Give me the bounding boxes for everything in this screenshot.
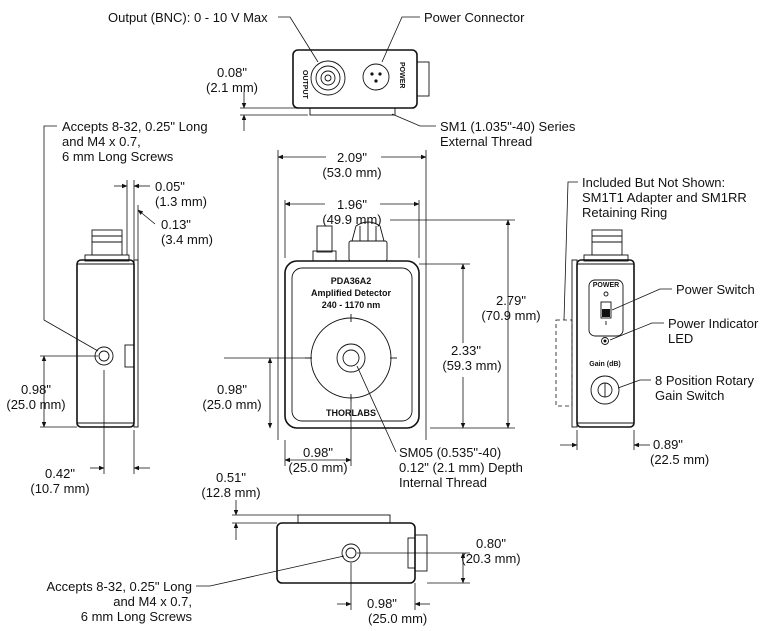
- dim-side-h-in: 0.98": [21, 382, 51, 397]
- dim-thread-mm: (3.4 mm): [161, 232, 213, 247]
- dim-right-depth-mm: (22.5 mm): [650, 452, 709, 467]
- power-indicator-callout-2: LED: [668, 331, 693, 346]
- gain-switch-callout-1: 8 Position Rotary: [655, 373, 754, 388]
- dim-bottom-offset-in: 0.51": [216, 470, 246, 485]
- power-label: POWER: [593, 282, 619, 289]
- dim-side-h-mm: (25.0 mm): [6, 397, 65, 412]
- right-side-view: POWER Gain (dB): [555, 229, 635, 428]
- gain-switch-callout-2: Gain Switch: [655, 388, 724, 403]
- dim-top-offset-mm: (2.1 mm): [206, 80, 258, 95]
- gain-switch-leader: [617, 379, 651, 389]
- not-shown-callout-1: Included But Not Shown:: [582, 175, 725, 190]
- dim-top-offset-in: 0.08": [217, 65, 247, 80]
- screws-side-callout-3: 6 mm Long Screws: [62, 149, 174, 164]
- screws-bottom-callout-3: 6 mm Long Screws: [81, 609, 193, 624]
- screws-bottom-callout-1: Accepts 8-32, 0.25" Long: [46, 579, 192, 594]
- dim-inner-width-mm: (49.9 mm): [322, 212, 381, 227]
- dim-bottom-offset-mm: (12.8 mm): [201, 485, 260, 500]
- output-bnc-callout: Output (BNC): 0 - 10 V Max: [108, 10, 268, 25]
- screws-side-leader: [43, 125, 99, 352]
- not-shown-callout-3: Retaining Ring: [582, 205, 667, 220]
- power-switch-callout: Power Switch: [676, 282, 755, 297]
- power-switch-leader: [611, 288, 672, 311]
- screws-side-callout-2: and M4 x 0.7,: [62, 134, 141, 149]
- power-indicator-callout-1: Power Indicator: [668, 316, 759, 331]
- dim-thread-in: 0.13": [161, 217, 191, 232]
- screws-bottom-callout-2: and M4 x 0.7,: [113, 594, 192, 609]
- detector-label: Amplified Detector: [311, 288, 392, 298]
- screws-bottom-leader: [196, 555, 345, 587]
- not-shown-leader: [563, 181, 578, 321]
- dim-body-height-mm: (59.3 mm): [442, 358, 501, 373]
- power-indicator-leader: [609, 322, 664, 341]
- bottom-view: [276, 514, 428, 584]
- dim-center-w-in: 0.98": [303, 445, 333, 460]
- dim-flange-in: 0.05": [155, 179, 185, 194]
- dim-height-in: 2.79": [496, 293, 526, 308]
- dim-bottom-center-mm: (25.0 mm): [368, 611, 427, 626]
- dim-flange-mm: (1.3 mm): [155, 194, 207, 209]
- not-shown-callout-2: SM1T1 Adapter and SM1RR: [582, 190, 747, 205]
- dim-bottom-center-in: 0.98": [367, 596, 397, 611]
- dim-center-h-mm: (25.0 mm): [202, 397, 261, 412]
- model-label: PDA36A2: [331, 276, 372, 286]
- sm1-thread-callout-2: External Thread: [440, 134, 532, 149]
- top-view: OUTPUT POWER: [292, 49, 430, 116]
- sm05-leader: [356, 365, 397, 453]
- range-label: 240 - 1170 nm: [322, 300, 381, 310]
- power-connector-leader: [381, 16, 420, 63]
- dim-right-depth-in: 0.89": [653, 437, 683, 452]
- gain-label: Gain (dB): [589, 361, 621, 368]
- dim-width-in: 2.09": [337, 150, 367, 165]
- left-side-view: [76, 229, 139, 428]
- dim-bottom-depth-in: 0.80": [476, 536, 506, 551]
- dim-width-mm: (53.0 mm): [322, 165, 381, 180]
- sm05-callout-3: Internal Thread: [399, 475, 487, 490]
- dim-side-depth-mm: (10.7 mm): [30, 481, 89, 496]
- dim-inner-width-in: 1.96": [337, 197, 367, 212]
- output-bnc-leader: [278, 16, 319, 63]
- sm1-thread-callout-1: SM1 (1.035"-40) Series: [440, 119, 576, 134]
- screws-side-callout-1: Accepts 8-32, 0.25" Long: [62, 119, 208, 134]
- dim-body-height-in: 2.33": [451, 343, 481, 358]
- front-view: PDA36A2 Amplified Detector 240 - 1170 nm…: [284, 221, 420, 429]
- top-power-label: POWER: [398, 62, 405, 88]
- sm05-callout-1: SM05 (0.535"-40): [399, 445, 501, 460]
- dim-center-h-in: 0.98": [217, 382, 247, 397]
- power-connector-callout: Power Connector: [424, 10, 525, 25]
- dim-height-mm: (70.9 mm): [481, 308, 540, 323]
- sm05-callout-2: 0.12" (2.1 mm) Depth: [399, 460, 523, 475]
- dim-center-w-mm: (25.0 mm): [288, 460, 347, 475]
- dim-side-depth-in: 0.42": [45, 466, 75, 481]
- dim-bottom-depth-mm: (20.3 mm): [461, 551, 520, 566]
- sm1-thread-leader: [391, 113, 436, 127]
- top-output-label: OUTPUT: [301, 70, 308, 100]
